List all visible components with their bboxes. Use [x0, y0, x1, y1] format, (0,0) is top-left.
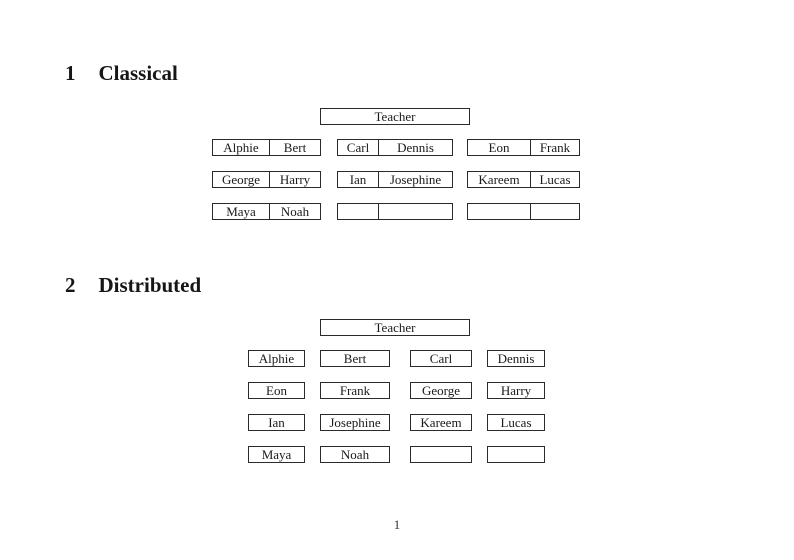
desk: Kareem Lucas	[467, 171, 580, 188]
desk-seat-right	[378, 204, 452, 219]
desk: Ian Josephine	[337, 171, 453, 188]
section-title: Distributed	[98, 273, 202, 297]
desk-seat-left	[338, 204, 378, 219]
desk: Carl Dennis	[337, 139, 453, 156]
desk-seat-right: Josephine	[378, 172, 452, 187]
desk-seat-left	[468, 204, 530, 219]
desk: Eon Frank	[467, 139, 580, 156]
teacher-box: Teacher	[320, 319, 470, 336]
seat: Frank	[320, 382, 390, 399]
seat: Lucas	[487, 414, 545, 431]
seat: Carl	[410, 350, 472, 367]
seat: Alphie	[248, 350, 305, 367]
seat: Kareem	[410, 414, 472, 431]
desk-seat-right	[530, 204, 579, 219]
desk-seat-right: Noah	[269, 204, 320, 219]
desk-seat-left: George	[221, 172, 261, 187]
seat: George	[410, 382, 472, 399]
seat-empty	[487, 446, 545, 463]
seat: Ian	[248, 414, 305, 431]
seat: Dennis	[487, 350, 545, 367]
section-heading-distributed: 2 Distributed	[65, 274, 201, 297]
desk-seat-left: Alphie	[223, 140, 259, 155]
desk: Maya Noah	[212, 203, 321, 220]
desk-seat-right: Lucas	[530, 172, 579, 187]
seat-empty	[410, 446, 472, 463]
desk-seat-left: Carl	[346, 140, 370, 155]
desk: Alphie Bert	[212, 139, 321, 156]
seat: Maya	[248, 446, 305, 463]
desk-seat-right: Dennis	[378, 140, 452, 155]
desk-seat-right: Bert	[269, 140, 320, 155]
desk-seat-left: Maya	[226, 204, 256, 219]
desk-empty	[337, 203, 453, 220]
desk-empty	[467, 203, 580, 220]
desk-seat-left: Kareem	[478, 172, 520, 187]
section-number: 2	[65, 273, 76, 297]
seat: Eon	[248, 382, 305, 399]
section-title: Classical	[98, 61, 178, 85]
seat: Josephine	[320, 414, 390, 431]
desk: George Harry	[212, 171, 321, 188]
desk-seat-left: Eon	[488, 140, 510, 155]
desk-seat-right: Frank	[530, 140, 579, 155]
seat: Bert	[320, 350, 390, 367]
seat: Noah	[320, 446, 390, 463]
section-number: 1	[65, 61, 76, 85]
desk-seat-right: Harry	[269, 172, 320, 187]
teacher-box: Teacher	[320, 108, 470, 125]
page-number: 1	[393, 517, 401, 532]
section-heading-classical: 1 Classical	[65, 62, 178, 85]
desk-seat-left: Ian	[349, 172, 367, 187]
seat: Harry	[487, 382, 545, 399]
